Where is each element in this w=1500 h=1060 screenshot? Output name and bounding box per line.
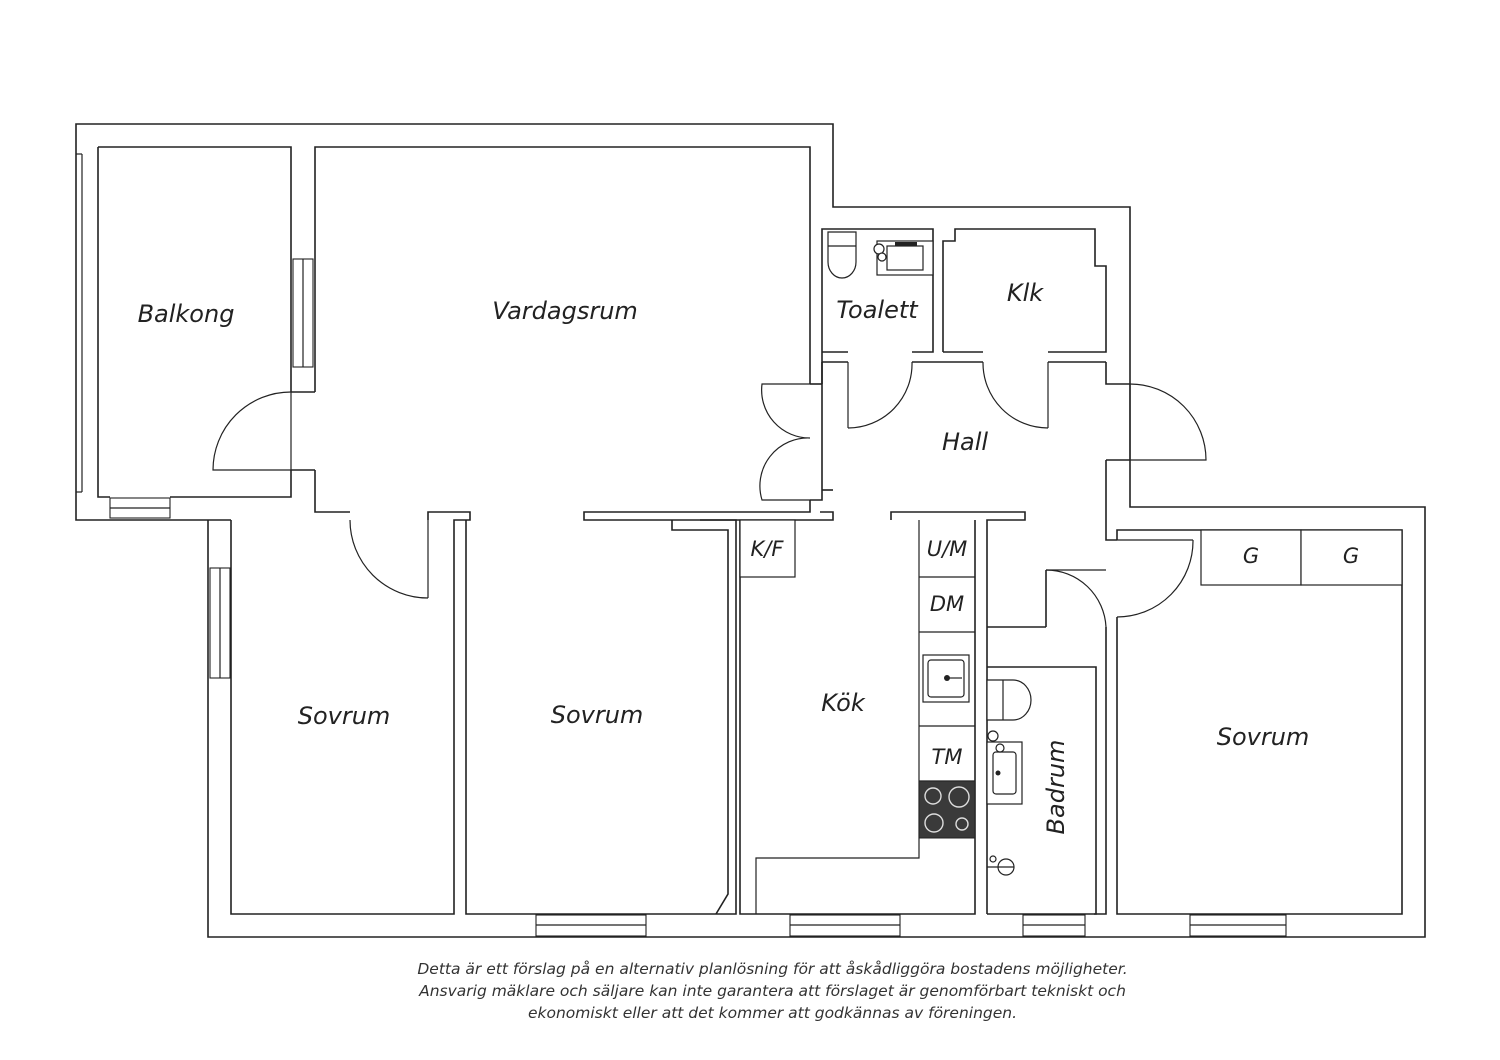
kok-room	[739, 511, 1026, 915]
outer-walls	[75, 123, 1426, 938]
sovrum-2-room	[465, 519, 737, 915]
hall-room	[810, 228, 1130, 541]
room-label-badrum: Badrum	[1042, 740, 1070, 835]
fixture-label-dm: DM	[930, 592, 964, 616]
room-label-balkong: Balkong	[138, 300, 235, 328]
toalett-fixtures	[827, 231, 934, 279]
room-label-klk: Klk	[1007, 279, 1044, 307]
doors	[212, 361, 1207, 628]
room-label-sovrum-1: Sovrum	[298, 702, 391, 730]
room-label-vardagsrum: Vardagsrum	[492, 297, 638, 325]
fixture-label-g2: G	[1343, 544, 1359, 568]
disclaimer-line-3: ekonomiskt eller att det kommer att godk…	[527, 1004, 1018, 1022]
room-label-sovrum-2: Sovrum	[551, 701, 644, 729]
room-label-sovrum-3: Sovrum	[1217, 723, 1310, 751]
sovrum-3-room	[1116, 529, 1403, 915]
balkong-room	[76, 146, 292, 498]
fixture-label-um: U/M	[927, 537, 968, 561]
room-label-kok: Kök	[821, 689, 866, 717]
room-label-hall: Hall	[942, 428, 988, 456]
disclaimer-line-2: Ansvarig mäklare och säljare kan inte ga…	[419, 982, 1126, 1000]
fixture-label-tm: TM	[932, 745, 963, 769]
fixture-label-g1: G	[1243, 544, 1259, 568]
fixture-label-kf: K/F	[751, 537, 785, 561]
vardagsrum-room	[291, 146, 834, 521]
badrum-room	[986, 570, 1107, 915]
room-label-toalett: Toalett	[836, 296, 919, 324]
windows	[109, 258, 1287, 937]
disclaimer-text: Detta är ett förslag på en alternativ pl…	[300, 958, 1245, 1024]
disclaimer-line-1: Detta är ett förslag på en alternativ pl…	[417, 960, 1128, 978]
